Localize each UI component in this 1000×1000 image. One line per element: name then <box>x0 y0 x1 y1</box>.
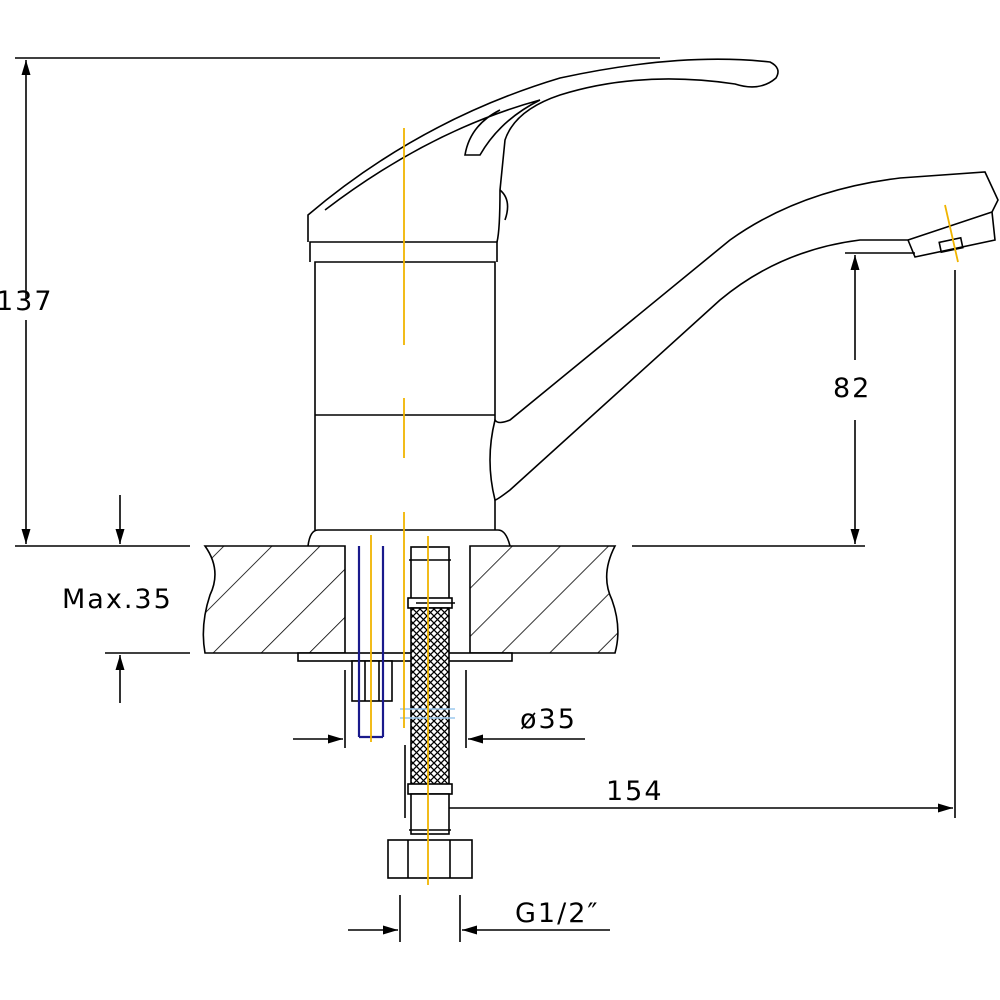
label-spout-height: 82 <box>833 373 872 404</box>
dimension-thread <box>348 895 610 942</box>
faucet-body <box>307 241 511 547</box>
dimension-max-thickness <box>105 495 190 703</box>
label-spout-reach: 154 <box>606 776 664 807</box>
label-max-thickness: Max.35 <box>62 584 173 615</box>
label-thread: G1/2″ <box>515 898 600 929</box>
centerlines <box>370 128 959 885</box>
label-hole-diameter: ø35 <box>520 704 577 735</box>
label-total-height: 137 <box>0 286 54 317</box>
lever-handle <box>307 58 779 243</box>
spout <box>489 171 999 501</box>
mounting-stud <box>351 546 393 739</box>
dimension-total-height <box>15 57 660 544</box>
dimension-hole-diameter <box>293 670 585 748</box>
countertop-section <box>202 545 619 662</box>
dimension-spout-height <box>845 252 915 544</box>
flexible-hose <box>387 546 473 879</box>
dimension-spout-reach <box>415 270 956 818</box>
